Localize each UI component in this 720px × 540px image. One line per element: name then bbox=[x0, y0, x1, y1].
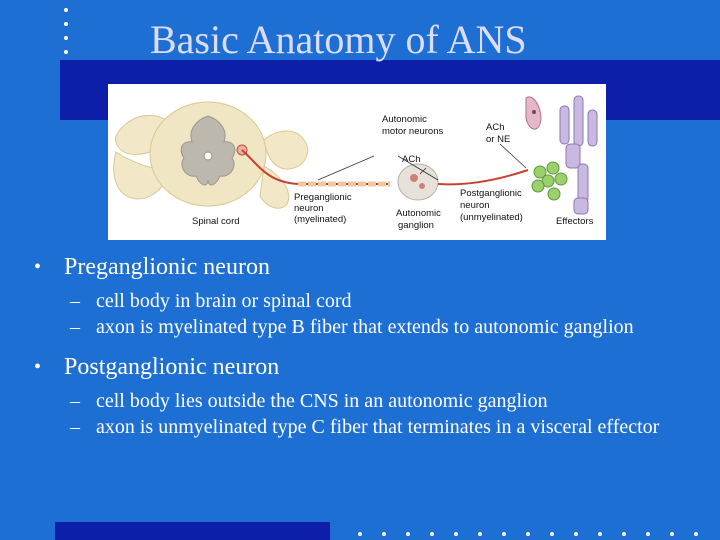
label-preganglionic-neuron: Preganglionic neuron (myelinated) bbox=[294, 192, 354, 225]
decor-dot bbox=[430, 532, 434, 536]
sub-bullet-item: – axon is myelinated type B fiber that e… bbox=[34, 314, 704, 340]
decor-dot bbox=[550, 532, 554, 536]
label-autonomic-ganglion: Autonomic ganglion bbox=[396, 208, 444, 231]
dash-mark: – bbox=[70, 316, 80, 338]
sub-bullet-text: cell body lies outside the CNS in an aut… bbox=[96, 390, 548, 412]
label-autonomic-motor-neurons: Autonomic motor neurons bbox=[382, 114, 444, 137]
decor-dot bbox=[694, 532, 698, 536]
bullet-text: Preganglionic neuron bbox=[64, 254, 270, 280]
label-spinal-cord: Spinal cord bbox=[192, 216, 240, 227]
spinal-cord-illustration bbox=[113, 101, 309, 209]
bullet-group-preganglionic: • Preganglionic neuron – cell body in br… bbox=[34, 252, 704, 340]
autonomic-ganglion-illustration bbox=[397, 163, 439, 201]
bullet-list: • Preganglionic neuron – cell body in br… bbox=[34, 252, 704, 452]
sub-bullet-text: axon is myelinated type B fiber that ext… bbox=[96, 316, 634, 338]
decor-dot bbox=[574, 532, 578, 536]
label-postganglionic-neuron: Postganglionic neuron (unmyelinated) bbox=[460, 188, 524, 223]
postganglionic-axon bbox=[437, 169, 529, 186]
decor-dot bbox=[478, 532, 482, 536]
diagram-illustration: Autonomic motor neurons ACh ACh or NE Sp… bbox=[113, 95, 598, 231]
decor-dot bbox=[622, 532, 626, 536]
decor-dot bbox=[670, 532, 674, 536]
label-effectors: Effectors bbox=[556, 216, 594, 227]
sub-bullet-item: – cell body lies outside the CNS in an a… bbox=[34, 388, 704, 414]
decor-dot bbox=[64, 22, 68, 26]
decor-dot bbox=[64, 36, 68, 40]
decor-dot bbox=[646, 532, 650, 536]
leader-lines bbox=[317, 143, 527, 181]
decor-dot bbox=[454, 532, 458, 536]
bullet-group-postganglionic: • Postganglionic neuron – cell body lies… bbox=[34, 352, 704, 440]
dash-mark: – bbox=[70, 416, 80, 438]
decor-dot bbox=[406, 532, 410, 536]
footer-accent-band bbox=[55, 522, 330, 540]
bullet-item: • Preganglionic neuron bbox=[34, 252, 704, 282]
decor-dot bbox=[64, 8, 68, 12]
bullet-mark: • bbox=[34, 256, 42, 278]
sub-bullet-text: cell body in brain or spinal cord bbox=[96, 290, 352, 312]
decor-dot bbox=[64, 50, 68, 54]
preganglionic-neuron bbox=[236, 144, 390, 187]
ans-anatomy-diagram: Autonomic motor neurons ACh ACh or NE Sp… bbox=[108, 84, 606, 240]
sub-bullet-text: axon is unmyelinated type C fiber that t… bbox=[96, 416, 660, 438]
decor-dot bbox=[358, 532, 362, 536]
label-ach-or-ne: ACh or NE bbox=[486, 122, 510, 145]
slide-title: Basic Anatomy of ANS bbox=[150, 17, 527, 62]
bullet-mark: • bbox=[34, 356, 42, 378]
effectors-illustration bbox=[525, 95, 598, 215]
label-ach: ACh bbox=[402, 154, 420, 165]
dash-mark: – bbox=[70, 390, 80, 412]
decor-dot bbox=[382, 532, 386, 536]
sub-bullet-item: – cell body in brain or spinal cord bbox=[34, 288, 704, 314]
decor-dot bbox=[502, 532, 506, 536]
bullet-item: • Postganglionic neuron bbox=[34, 352, 704, 382]
dash-mark: – bbox=[70, 290, 80, 312]
sub-bullet-item: – axon is unmyelinated type C fiber that… bbox=[34, 414, 704, 440]
decor-dot bbox=[526, 532, 530, 536]
bullet-text: Postganglionic neuron bbox=[64, 354, 280, 380]
decor-dot bbox=[598, 532, 602, 536]
